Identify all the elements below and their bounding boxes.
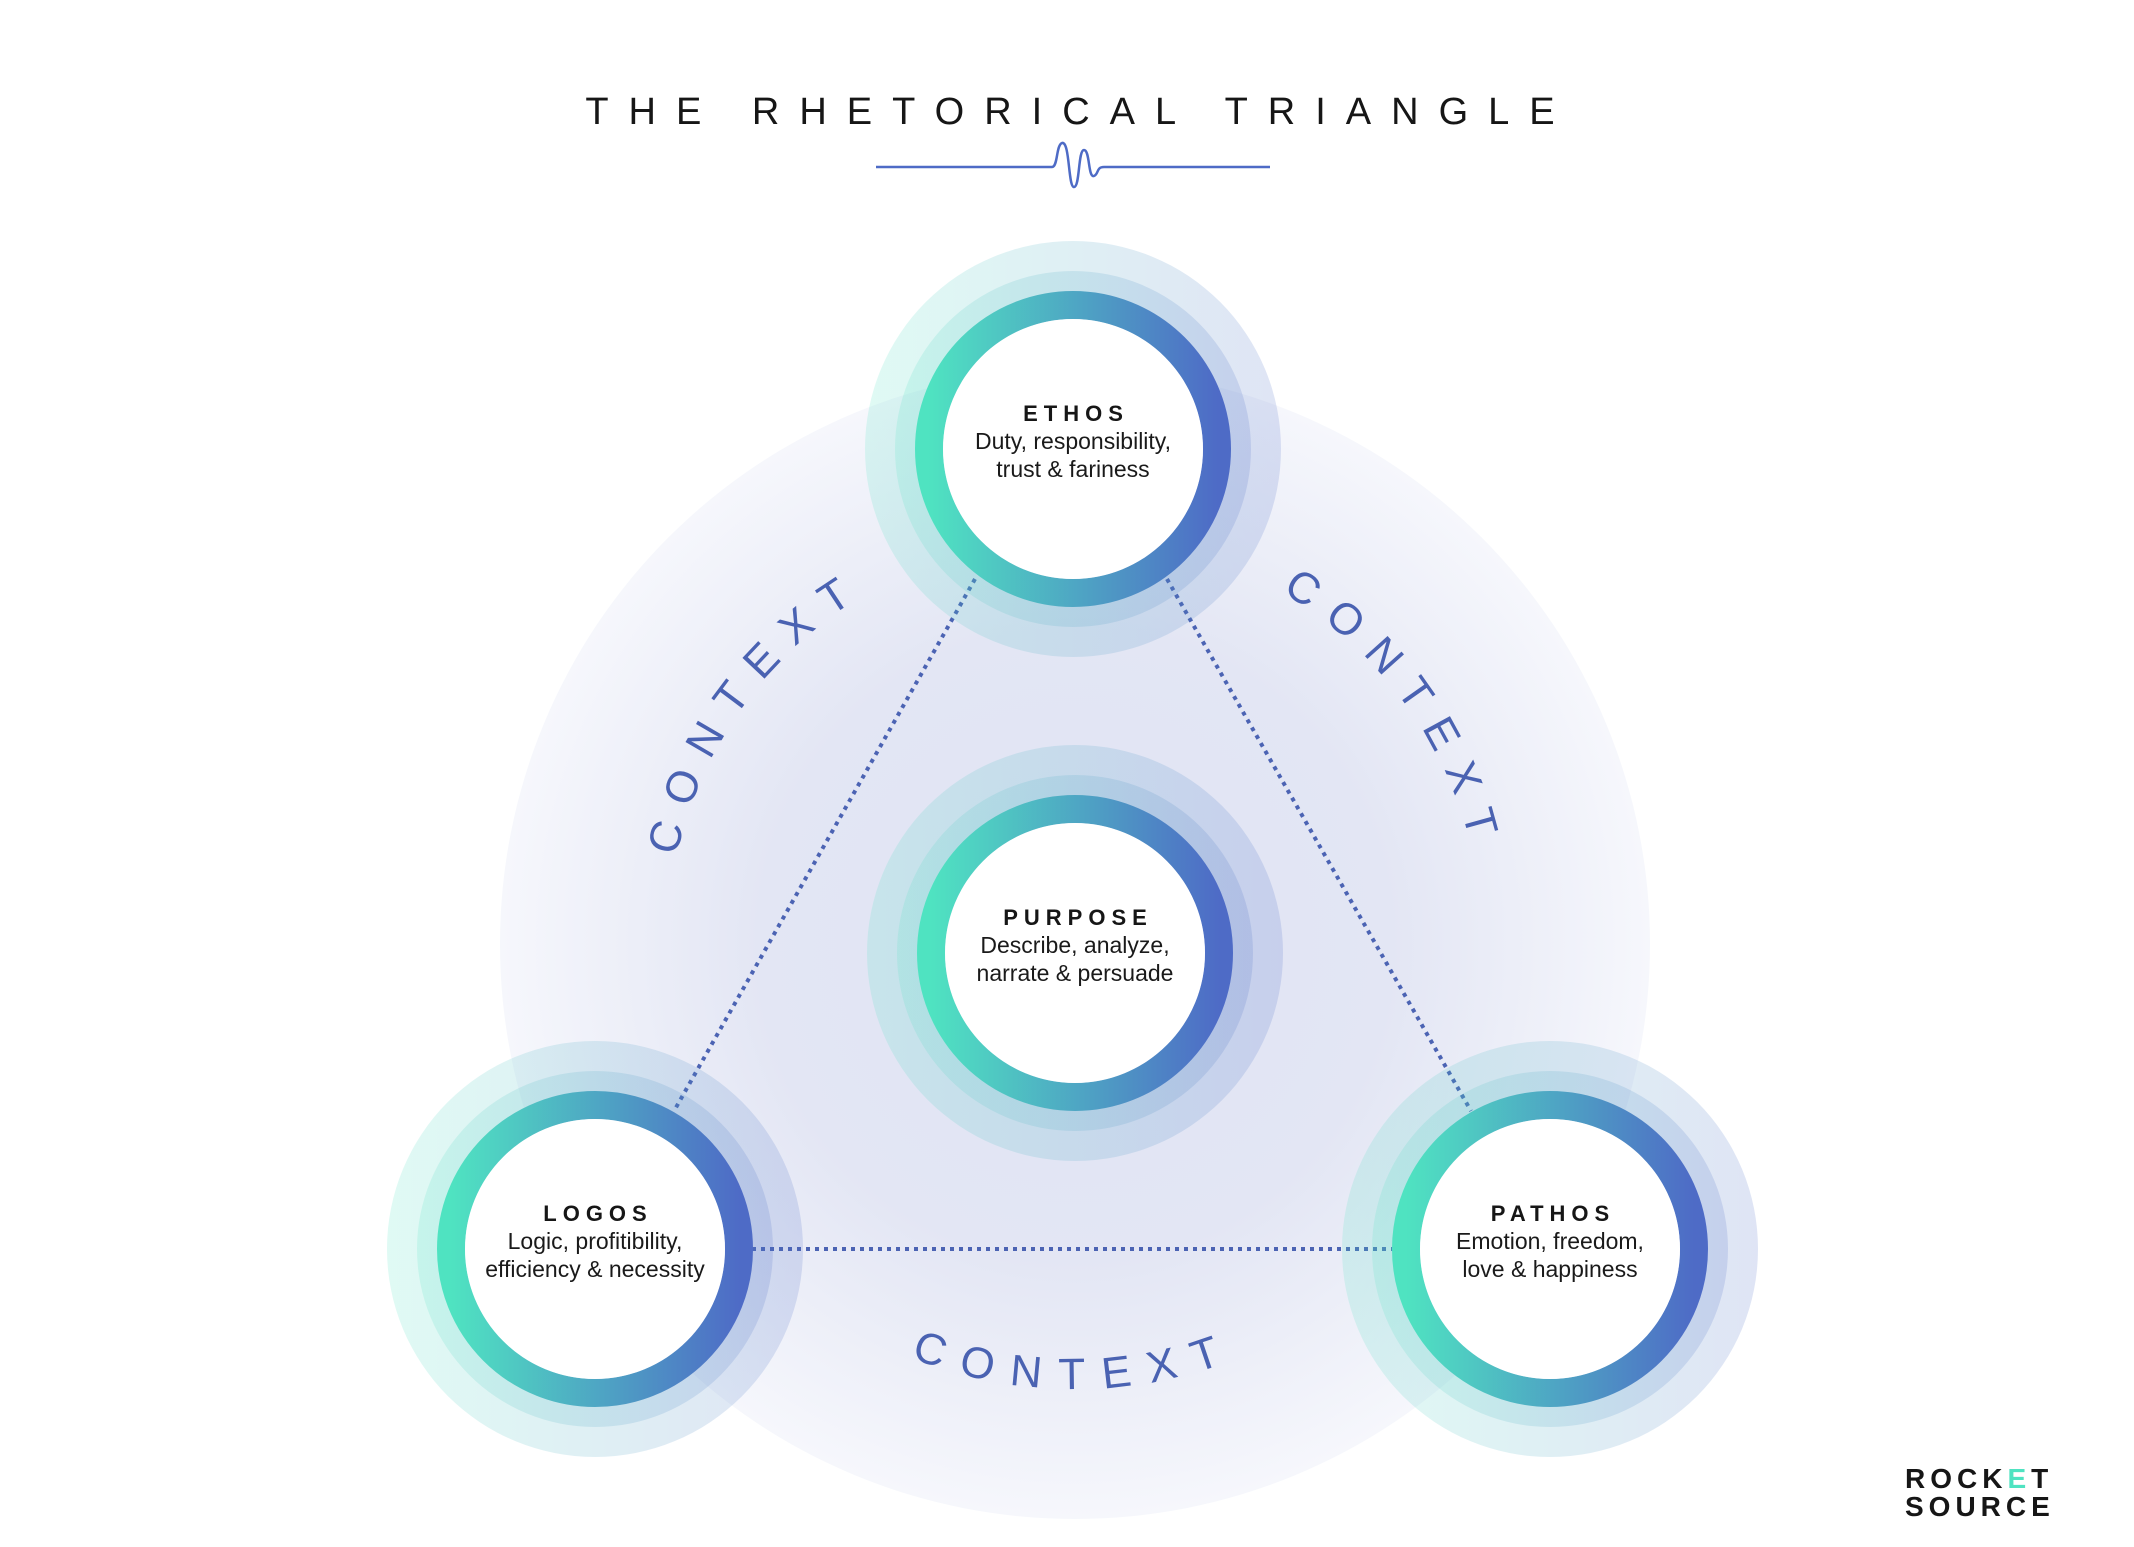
purpose-ring (917, 795, 1233, 1111)
logos-center (465, 1119, 725, 1379)
purpose-center (945, 823, 1205, 1083)
logos-ring (437, 1091, 753, 1407)
edge-ethos-logos (672, 578, 977, 1112)
ethos-line2: trust & fariness (996, 456, 1149, 482)
edge-ethos-pathos (1165, 578, 1473, 1112)
logos-line1: Logic, profitibility, (508, 1228, 683, 1254)
logos-heading: LOGOS (543, 1201, 652, 1226)
pathos-ring (1392, 1091, 1708, 1407)
purpose-line1: Describe, analyze, (980, 932, 1169, 958)
triangle-edges (672, 578, 1473, 1251)
ethos-ring (915, 291, 1231, 607)
page-title: THE RHETORICAL TRIANGLE (585, 91, 1574, 133)
logo-line2: SOURCE (1905, 1491, 2055, 1522)
ethos-center (943, 319, 1203, 579)
ethos-line1: Duty, responsibility, (975, 428, 1171, 454)
pathos-heading: PATHOS (1491, 1201, 1615, 1226)
logo-line1: ROCKET (1905, 1463, 2053, 1494)
pathos-center (1420, 1119, 1680, 1379)
pathos-line2: love & happiness (1462, 1256, 1637, 1282)
purpose-heading: PURPOSE (1003, 905, 1153, 930)
title-wave-divider (876, 141, 1270, 189)
logos-line2: efficiency & necessity (485, 1256, 705, 1282)
pathos-line1: Emotion, freedom, (1456, 1228, 1644, 1254)
ethos-heading: ETHOS (1023, 401, 1129, 426)
rocketsource-logo: ROCKET SOURCE (1905, 1463, 2055, 1522)
purpose-line2: narrate & persuade (977, 960, 1174, 986)
